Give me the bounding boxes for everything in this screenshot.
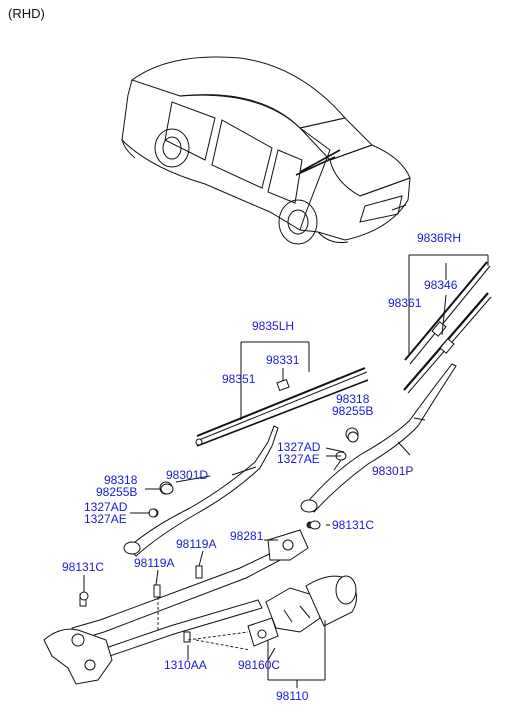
callout-98351[interactable]: 98351	[222, 372, 256, 386]
callout-98318-left[interactable]: 98318	[104, 473, 138, 487]
callout-98119a-upper[interactable]: 98119A	[176, 537, 217, 551]
callout-1310aa[interactable]: 1310AA	[164, 658, 207, 672]
callout-1327ae-left[interactable]: 1327AE	[84, 512, 127, 526]
callout-98346[interactable]: 98346	[424, 278, 458, 292]
callout-9836rh[interactable]: 9836RH	[417, 231, 462, 245]
lh-wiper-blade	[195, 341, 369, 447]
callout-98361[interactable]: 98361	[388, 296, 422, 310]
callout-98301d[interactable]: 98301D	[166, 468, 209, 482]
rh-wiper-arm	[300, 363, 457, 513]
wiper-linkage	[43, 521, 314, 685]
callout-98318-right[interactable]: 98318	[336, 392, 370, 406]
leader-lines	[83, 417, 426, 660]
wiper-motor	[247, 575, 357, 688]
callout-98160c[interactable]: 98160C	[238, 658, 281, 672]
callout-98119a-lower[interactable]: 98119A	[134, 556, 175, 570]
callout-98131c-right[interactable]: 98131C	[332, 518, 375, 532]
rh-wiper-blade	[403, 254, 492, 394]
callout-1327ad-right[interactable]: 1327AD	[277, 440, 321, 454]
car-illustration	[121, 56, 411, 245]
callout-98331[interactable]: 98331	[266, 353, 300, 367]
callout-1327ae-right[interactable]: 1327AE	[277, 452, 320, 466]
callout-98110[interactable]: 98110	[276, 689, 309, 703]
callout-98131c-left[interactable]: 98131C	[62, 560, 105, 574]
callout-98281[interactable]: 98281	[230, 529, 264, 543]
callout-9835lh[interactable]: 9835LH	[252, 319, 295, 333]
callout-1327ad-left[interactable]: 1327AD	[84, 500, 128, 514]
callout-98255b-left[interactable]: 98255B	[96, 485, 138, 499]
variant-label: (RHD)	[8, 6, 45, 21]
callout-98255b-right[interactable]: 98255B	[332, 404, 374, 418]
callout-98301p[interactable]: 98301P	[372, 464, 414, 478]
